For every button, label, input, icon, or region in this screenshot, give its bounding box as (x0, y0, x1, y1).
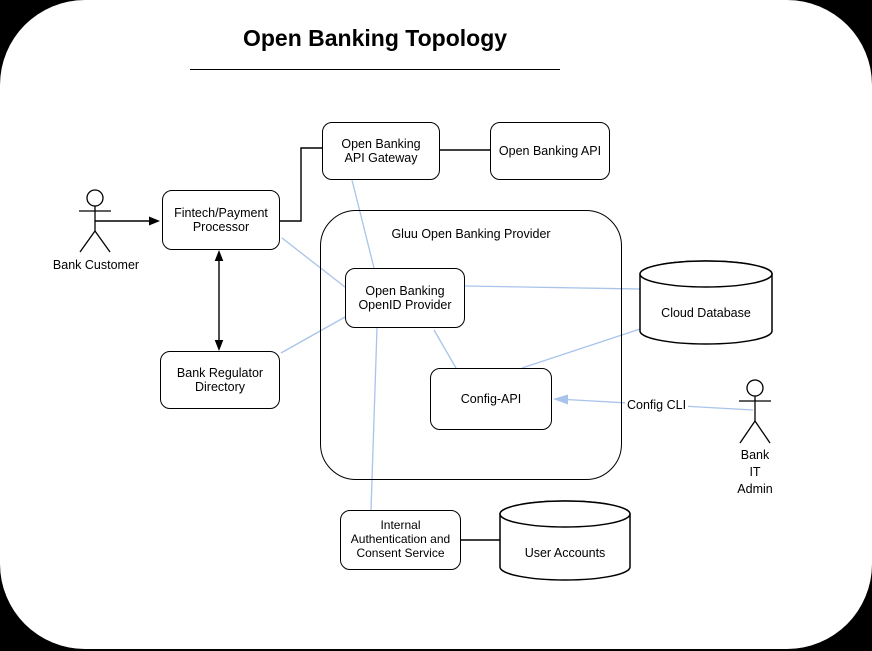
container-gluu-open-banking-provider (320, 210, 622, 480)
diagram-title: Open Banking Topology (242, 25, 508, 51)
cloud-database-label: Cloud Database (661, 306, 751, 320)
container-gluu-label: Gluu Open Banking Provider (391, 227, 551, 241)
node-config-api: Config-API (430, 368, 552, 430)
bank-it-admin-label: Bank IT Admin (737, 448, 773, 496)
fintech-regulator-arrowhead-bottom (214, 340, 224, 351)
association-openid-clouddb (464, 285, 641, 290)
cloud-database-cylinder (639, 260, 773, 345)
bank-customer-actor-icon (79, 189, 111, 253)
association-configapi-clouddb (521, 328, 641, 369)
node-open-banking-openid-provider: Open Banking OpenID Provider (345, 268, 465, 328)
association-regulator-openid (280, 316, 346, 354)
title-underline (190, 69, 560, 70)
customer-fintech-arrowhead (149, 216, 160, 226)
association-fintech-openid (281, 237, 346, 288)
bank-customer-label: Bank Customer (52, 258, 140, 272)
node-fintech-payment-processor: Fintech/Payment Processor (162, 190, 280, 250)
config-cli-arrowhead (553, 394, 568, 405)
cloud-database-top-ellipse (639, 260, 773, 288)
association-openid-configapi (433, 329, 457, 369)
connector-fintech-gateway (280, 147, 322, 222)
user-accounts-label: User Accounts (524, 546, 606, 560)
user-accounts-top-ellipse (499, 500, 631, 528)
user-accounts-cylinder (499, 500, 631, 581)
config-cli-edge-label: Config CLI (625, 398, 689, 412)
node-open-banking-api-gateway: Open Banking API Gateway (322, 122, 440, 180)
bank-it-admin-actor-icon (739, 379, 771, 444)
association-gateway-openid (351, 179, 375, 269)
node-open-banking-api: Open Banking API (490, 122, 610, 180)
node-internal-auth-consent-service: Internal Authentication and Consent Serv… (340, 510, 461, 570)
fintech-regulator-arrowhead-top (214, 250, 224, 261)
node-bank-regulator-directory: Bank Regulator Directory (160, 351, 280, 409)
